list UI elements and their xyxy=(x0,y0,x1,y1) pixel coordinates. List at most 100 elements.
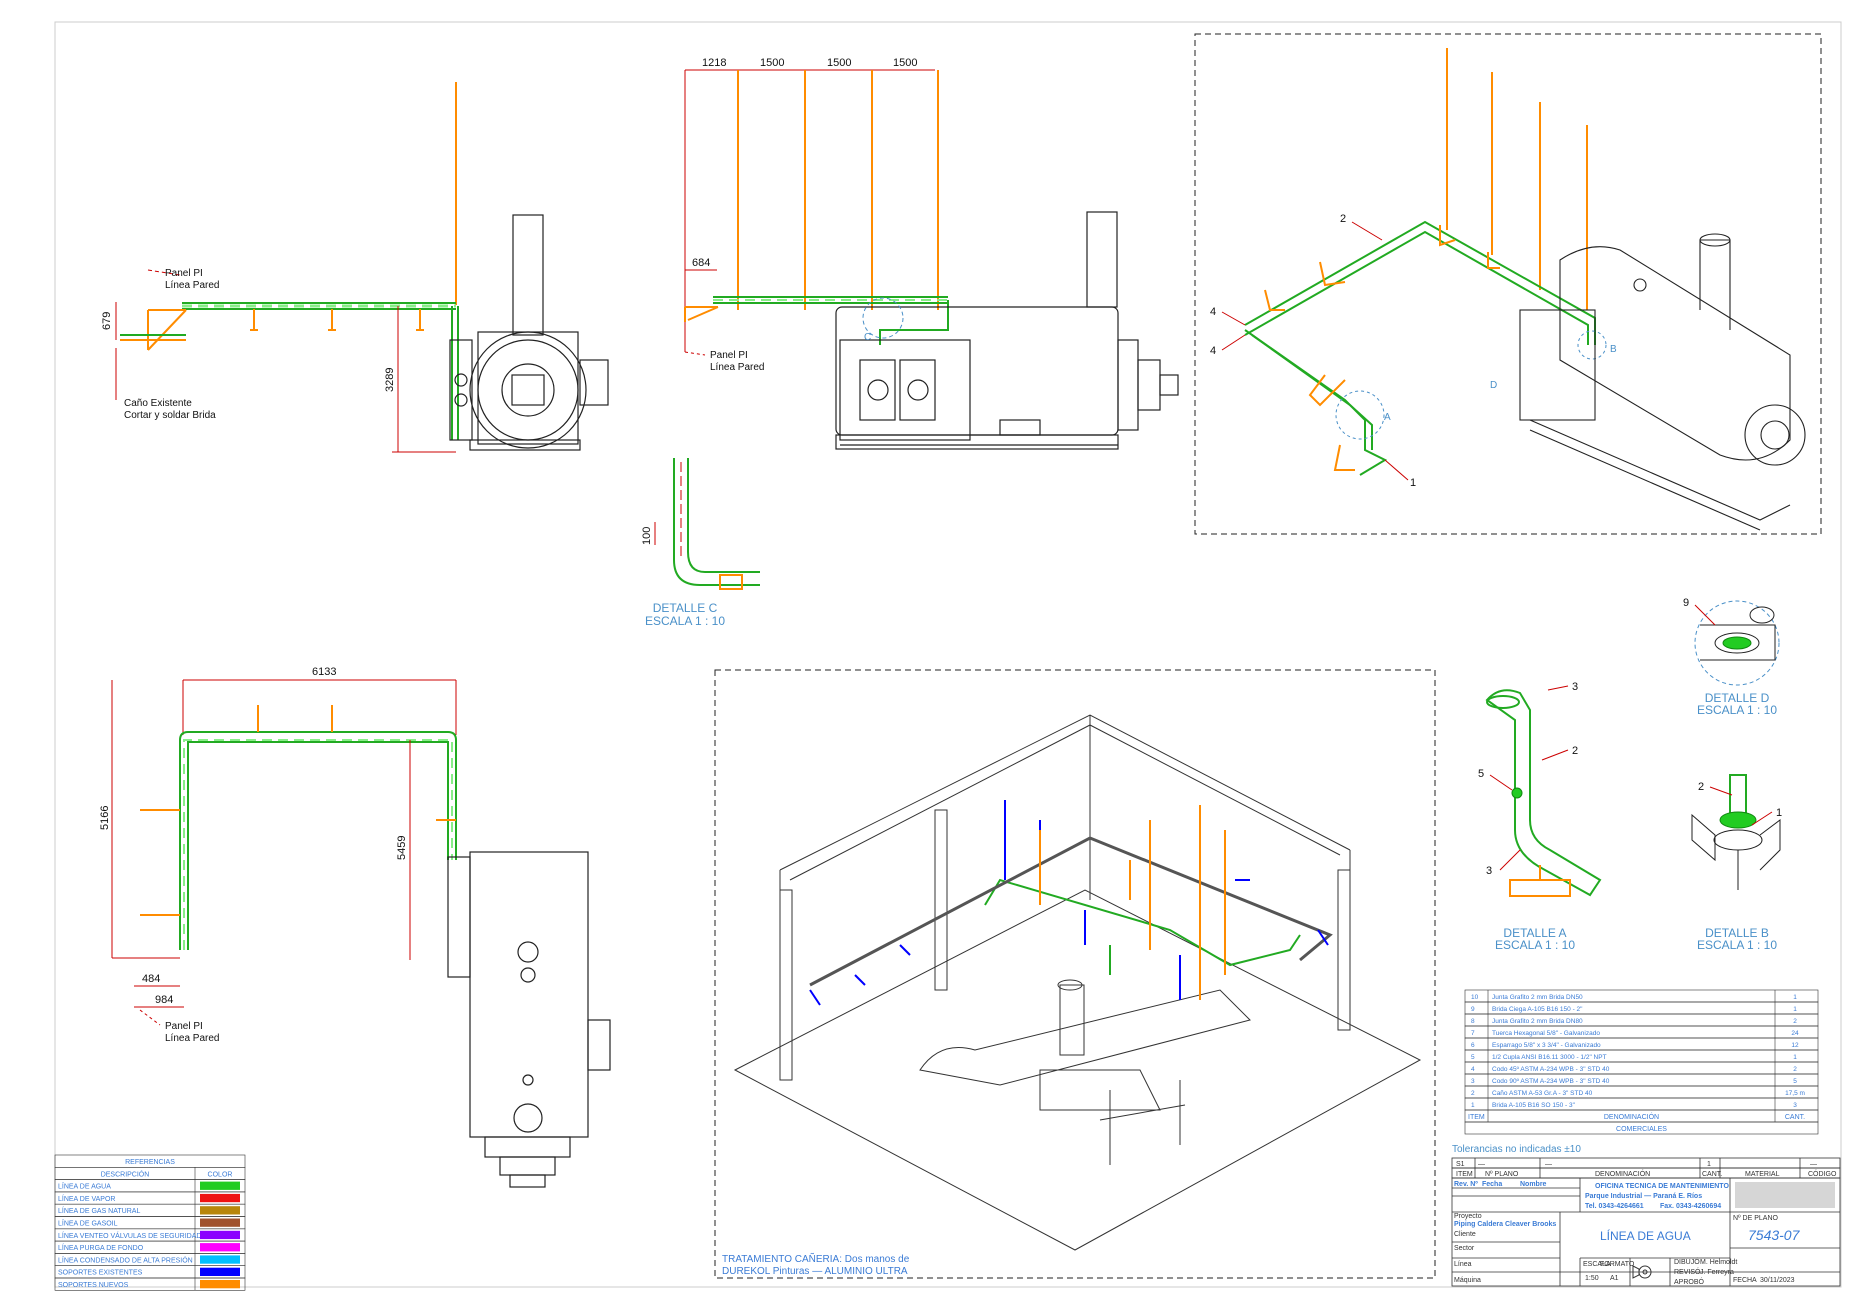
tb-approved-lbl: APROBÓ xyxy=(1674,1277,1705,1286)
tb-rev: Rev. Nº xyxy=(1454,1181,1478,1188)
water-pipe-vertical xyxy=(451,306,459,440)
side-panel-label-2: Línea Pared xyxy=(710,362,765,373)
tb-s1: S1 xyxy=(1456,1161,1465,1168)
tb-date-lbl: FECHA xyxy=(1733,1277,1757,1284)
dim-684: 684 xyxy=(692,257,710,269)
iso-callout-4a: 4 xyxy=(1210,306,1216,318)
dim-484: 484 xyxy=(142,973,160,985)
legend-row-label: LÍNEA DE GAS NATURAL xyxy=(58,1206,140,1215)
bom-desc: Esparrago 5/8" x 3 3/4" - Galvanizado xyxy=(1492,1042,1601,1049)
tb-office-fax: Fax. 0343-4260694 xyxy=(1660,1203,1721,1210)
support-rods xyxy=(737,70,939,310)
bom-desc: 1/2 Cupla ANSI B16.11 3000 - 1/2" NPT xyxy=(1492,1054,1607,1061)
detail-b-callout-1: 1 xyxy=(1776,807,1782,819)
legend-swatch xyxy=(200,1218,240,1227)
tb-office: OFICINA TECNICA DE MANTENIMIENTO xyxy=(1595,1183,1729,1190)
tb-scale: 1:50 xyxy=(1585,1275,1599,1282)
iso-frame xyxy=(1194,33,1822,535)
detail-d-callout: 9 xyxy=(1683,597,1689,609)
legend-row-label: LÍNEA CONDENSADO DE ALTA PRESIÓN xyxy=(58,1255,193,1264)
dim-5166: 5166 xyxy=(99,806,111,830)
iso-callout-2: 2 xyxy=(1340,213,1346,225)
tb-material: MATERIAL xyxy=(1745,1171,1780,1178)
tb-nplano: Nº PLANO xyxy=(1485,1171,1519,1178)
tb-nombre: Nombre xyxy=(1520,1181,1547,1188)
dim-1500-c: 1500 xyxy=(893,57,917,69)
legend-row-label: SOPORTES EXISTENTES xyxy=(58,1270,143,1277)
iso-marker-d: D xyxy=(1490,380,1497,391)
tb-date: 30/11/2023 xyxy=(1760,1277,1795,1284)
legend-swatch xyxy=(200,1267,240,1276)
tb-dash-1: — xyxy=(1478,1161,1485,1168)
tb-project-lbl: Proyecto xyxy=(1454,1213,1482,1220)
detail-a-title: DETALLE A xyxy=(1503,926,1566,940)
detail-d: 9 DETALLE D ESCALA 1 : 10 xyxy=(1683,597,1780,717)
boiler-side xyxy=(835,211,1179,450)
boiler-front xyxy=(449,214,609,451)
treatment-note-1: TRATAMIENTO CAÑERIA: Dos manos de xyxy=(722,1252,910,1265)
bom-qty: 2 xyxy=(1793,1018,1797,1025)
detail-b-scale: ESCALA 1 : 10 xyxy=(1697,938,1777,952)
tb-item: ITEM xyxy=(1456,1171,1473,1178)
blurred-logo xyxy=(1735,1182,1835,1208)
bom-qty: 24 xyxy=(1791,1030,1799,1037)
detail-a-callout-5: 5 xyxy=(1478,768,1484,780)
tb-office-tel: Tel. 0343-4264661 xyxy=(1585,1203,1644,1210)
iso-marker-a: A xyxy=(1384,412,1391,423)
title-block: Tolerancias no indicadas ±10 xyxy=(1451,1144,1841,1287)
bom-hdr-cant: CANT. xyxy=(1785,1114,1805,1121)
legend-row-label: LÍNEA PURGA DE FONDO xyxy=(58,1243,144,1252)
detail-a-callout-2: 2 xyxy=(1572,745,1578,757)
detail-d-scale: ESCALA 1 : 10 xyxy=(1697,703,1777,717)
legend-swatch xyxy=(200,1280,240,1289)
detail-c-marker: C xyxy=(864,332,871,343)
tb-reviewed-lbl: REVISÓ xyxy=(1674,1267,1701,1276)
iso-callout-1: 1 xyxy=(1410,477,1416,489)
tb-format-lbl: FORMATO xyxy=(1600,1261,1635,1268)
bom-item: 2 xyxy=(1471,1090,1475,1097)
tb-reviewed: J. Ferreyra xyxy=(1700,1269,1734,1276)
legend-hdr-color: COLOR xyxy=(208,1171,233,1178)
tb-line-lbl: Línea xyxy=(1454,1261,1472,1268)
detail-c: 100 DETALLE C ESCALA 1 : 10 xyxy=(641,458,760,628)
bom-qty: 1 xyxy=(1793,1006,1797,1013)
panel-label-2: Línea Pared xyxy=(165,280,220,291)
dim-5459: 5459 xyxy=(396,836,408,860)
bom-qty: 12 xyxy=(1791,1042,1799,1049)
dim-1500-b: 1500 xyxy=(827,57,851,69)
bom-qty: 17,5 m xyxy=(1785,1090,1805,1097)
legend-row-label: SOPORTES NUEVOS xyxy=(58,1282,129,1289)
detail-b-callout-2: 2 xyxy=(1698,781,1704,793)
bom-desc: Junta Grafito 2 mm Brida DN80 xyxy=(1492,1018,1583,1025)
tolerances-note: Tolerancias no indicadas ±10 xyxy=(1452,1144,1581,1155)
detail-b: 2 1 DETALLE B ESCALA 1 : 10 xyxy=(1691,774,1782,952)
detail-d-title: DETALLE D xyxy=(1705,691,1770,705)
iso-boiler xyxy=(1519,233,1806,531)
legend-swatch xyxy=(200,1243,240,1252)
bom-item: 10 xyxy=(1471,994,1479,1001)
bom-qty: 2 xyxy=(1793,1066,1797,1073)
bom-item: 7 xyxy=(1471,1030,1475,1037)
room-frame xyxy=(714,669,1436,1279)
bom-desc: Junta Grafito 2 mm Brida DN50 xyxy=(1492,994,1583,1001)
dim-679: 679 xyxy=(101,312,113,330)
iso-marker-b: B xyxy=(1610,344,1617,355)
treatment-note-2: DUREKOL Pinturas — ALUMINIO ULTRA xyxy=(722,1266,908,1277)
tb-plan-no: 7543-07 xyxy=(1748,1227,1801,1243)
legend-row-label: LÍNEA DE VAPOR xyxy=(58,1194,115,1203)
tb-format: A1 xyxy=(1610,1275,1619,1282)
tb-client-lbl: Cliente xyxy=(1454,1231,1476,1238)
plan-panel-label-1: Panel PI xyxy=(165,1021,203,1032)
bom-item: 6 xyxy=(1471,1042,1475,1049)
bom-item: 1 xyxy=(1471,1102,1475,1109)
legend-row-label: LÍNEA DE GASOIL xyxy=(58,1219,118,1228)
bom-desc: Codo 45º ASTM A-234 WPB - 3" STD 40 xyxy=(1492,1066,1610,1073)
bom-hdr-item: ITEM xyxy=(1468,1114,1485,1121)
bom-desc: Brida Ciega A-105 B16 150 - 2" xyxy=(1492,1006,1583,1013)
iso-callout-4b: 4 xyxy=(1210,345,1216,357)
legend-row-label: LÍNEA VENTEO VÁLVULAS DE SEGURIDAD xyxy=(58,1231,201,1240)
tb-sector-lbl: Sector xyxy=(1454,1245,1475,1252)
